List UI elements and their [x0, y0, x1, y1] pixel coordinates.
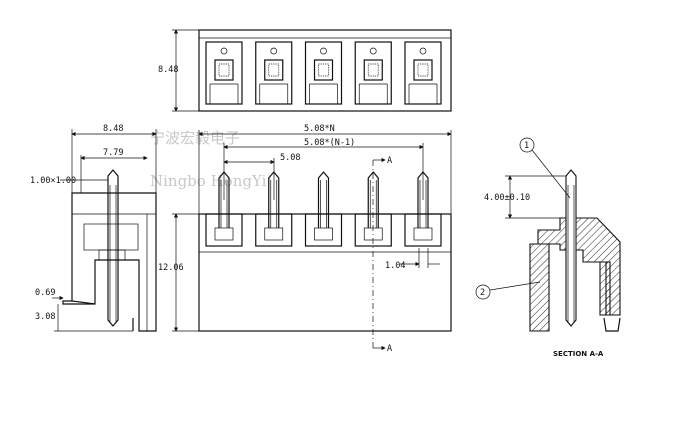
section-mark-top: A [387, 156, 392, 166]
top-pin-clamp [363, 59, 383, 81]
side-view: 8.48 7.79 1.00×1.00 0.69 3.08 [30, 124, 157, 332]
front-pin-edge [419, 180, 427, 228]
front-pitch-dim: 5.08 [280, 153, 300, 163]
top-pin-cell [404, 41, 442, 105]
top-pin-slot [309, 83, 338, 104]
section-mark-bottom: A [387, 344, 392, 354]
top-pin-screw [367, 63, 379, 77]
front-pin-window [304, 213, 343, 247]
top-pin-clamp [313, 59, 334, 81]
top-view: 8.48 [158, 29, 452, 112]
top-view-pins [205, 41, 442, 105]
top-pin-clamp [264, 59, 284, 81]
front-pin-base [214, 227, 234, 241]
side-inner-width-dim: 7.79 [103, 148, 123, 158]
top-height-dim: 8.48 [158, 65, 178, 75]
front-pin-window [205, 213, 243, 247]
front-pin-base [314, 227, 333, 241]
front-pin-window [255, 213, 293, 247]
front-pin-edge [270, 180, 278, 228]
section-pin-height-dim: 4.00±0.10 [484, 193, 530, 203]
top-pin-hole [220, 47, 228, 55]
front-total-dim: 5.08*N [304, 124, 335, 134]
front-pin [317, 171, 330, 228]
section-view: 4.00±0.10 1 2 SECTION A-A [475, 137, 621, 358]
callout-2: 2 [480, 288, 485, 298]
front-pin-base [264, 227, 284, 241]
front-pin-window [404, 213, 442, 247]
front-height-dim: 12.06 [158, 263, 184, 273]
front-pin-edge [369, 180, 377, 228]
top-pin-slot [259, 83, 289, 104]
front-view: 5.08*N 5.08*(N-1) 5.08 12.06 1.04 A A [158, 124, 452, 354]
top-pin-slot [408, 83, 438, 104]
side-offset-dim: 0.69 [35, 288, 55, 298]
top-pin-screw [417, 63, 429, 77]
side-tail-dim: 3.08 [35, 312, 55, 322]
front-pin [367, 171, 379, 228]
front-span-dim: 5.08*(N-1) [304, 138, 355, 148]
top-pin-hole [320, 47, 327, 55]
front-pin-base [413, 227, 433, 241]
callout-1: 1 [524, 141, 529, 151]
top-pin-screw [318, 63, 329, 77]
top-pin-clamp [413, 59, 433, 81]
watermark-chinese: 宁波宏毅电子 [150, 129, 240, 147]
section-caption: SECTION A-A [553, 350, 604, 358]
top-pin-hole [419, 47, 427, 55]
top-pin-cell [354, 41, 392, 105]
top-pin-clamp [214, 59, 234, 81]
top-pin-cell [304, 41, 343, 105]
front-gap-dim: 1.04 [385, 261, 405, 271]
front-pin-edge [320, 180, 327, 228]
front-pin-edge [220, 180, 228, 228]
side-width-dim: 8.48 [103, 124, 123, 134]
watermark-latin: Ningbo HongYi [150, 172, 267, 190]
top-pin-cell [205, 41, 243, 105]
top-pin-slot [358, 83, 388, 104]
top-pin-screw [268, 63, 280, 77]
top-pin-hole [369, 47, 377, 55]
top-pin-slot [209, 83, 239, 104]
top-pin-hole [270, 47, 278, 55]
top-pin-cell [255, 41, 293, 105]
side-pin-section-dim: 1.00×1.00 [30, 176, 76, 186]
top-pin-screw [218, 63, 230, 77]
